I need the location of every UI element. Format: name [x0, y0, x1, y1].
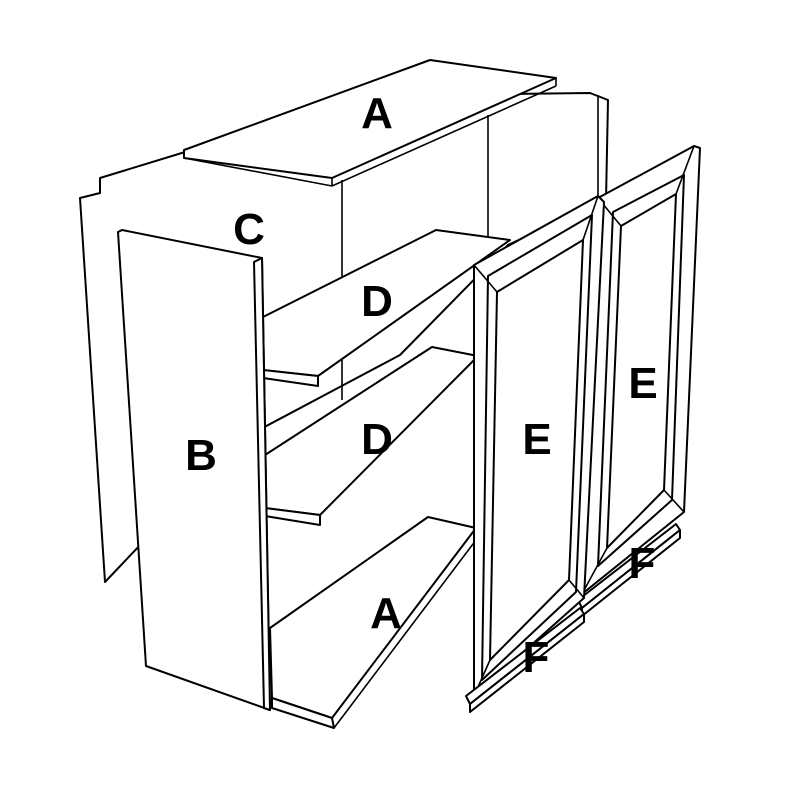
label-bottom-panel: A	[370, 589, 402, 638]
label-left-door-rail: F	[523, 633, 550, 682]
top-panel	[183, 59, 557, 187]
side-panel	[117, 229, 271, 711]
left-door	[473, 195, 605, 697]
right-door	[581, 145, 701, 595]
label-right-door: E	[628, 359, 657, 408]
label-back-panel: C	[233, 205, 265, 254]
left-door-rail	[465, 607, 585, 713]
bottom-panel	[269, 516, 477, 729]
label-side-panel: B	[185, 431, 217, 480]
label-upper-shelf: D	[361, 277, 393, 326]
label-top-panel: A	[361, 89, 393, 138]
label-lower-shelf: D	[361, 415, 393, 464]
label-left-door: E	[522, 415, 551, 464]
label-right-door-rail: F	[629, 539, 656, 588]
